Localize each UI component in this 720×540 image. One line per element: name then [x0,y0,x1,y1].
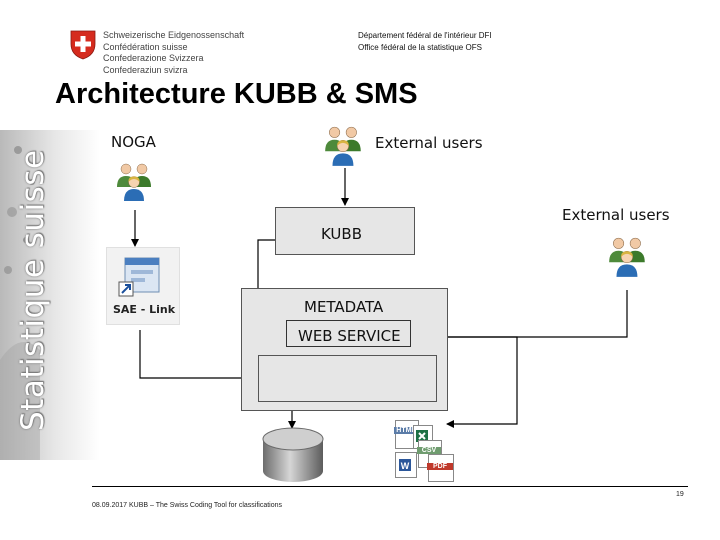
web-service-label: WEB SERVICE [298,327,401,345]
department-line: Département fédéral de l'intérieur DFI [358,31,492,40]
swiss-coat-of-arms-icon [70,30,96,60]
pdf-file-tag: PDF [427,463,453,470]
metadata-inner-box [258,355,437,402]
svg-text:W: W [401,461,410,471]
slide-title: Architecture KUBB & SMS [55,78,418,110]
arrow-webservice-to-files [418,336,518,428]
external-users-top-label: External users [375,134,483,152]
html-file-tag: HTML [394,427,418,434]
department-info: Département fédéral de l'intérieur DFI O… [358,30,492,53]
page-number: 19 [676,491,684,498]
external-users-top-icon [322,123,366,174]
footer-rule [92,486,688,487]
sae-link-label: SAE - Link [112,303,176,316]
noga-users-icon [114,160,156,209]
confederation-names: Schweizerische Eidgenossenschaft Confédé… [103,30,244,76]
office-line: Office fédéral de la statistique OFS [358,42,482,52]
confederation-line: Confederaziun svizra [103,64,188,75]
kubb-label: KUBB [321,225,362,243]
noga-label: NOGA [111,133,156,151]
arrow-users-to-webservice [417,290,628,341]
external-users-right-icon [606,234,650,285]
csv-file-tag: CSV [417,447,441,454]
word-file-icon: W [395,452,417,478]
kubb-box[interactable] [275,207,415,255]
web-service-box[interactable] [286,320,411,347]
sae-link-shortcut-icon[interactable]: SAE - Link [106,247,180,325]
side-banner [0,130,100,460]
database-icon [259,427,327,490]
footer-text: 08.09.2017 KUBB – The Swiss Coding Tool … [92,502,283,509]
confederation-line: Confédération suisse [103,41,188,52]
external-users-right-label: External users [562,206,670,224]
confederation-line: Confederazione Svizzera [103,53,204,63]
confederation-line: Schweizerische Eidgenossenschaft [103,30,245,40]
pdf-file-icon: PDF [427,454,454,482]
metadata-label: METADATA [304,298,384,316]
